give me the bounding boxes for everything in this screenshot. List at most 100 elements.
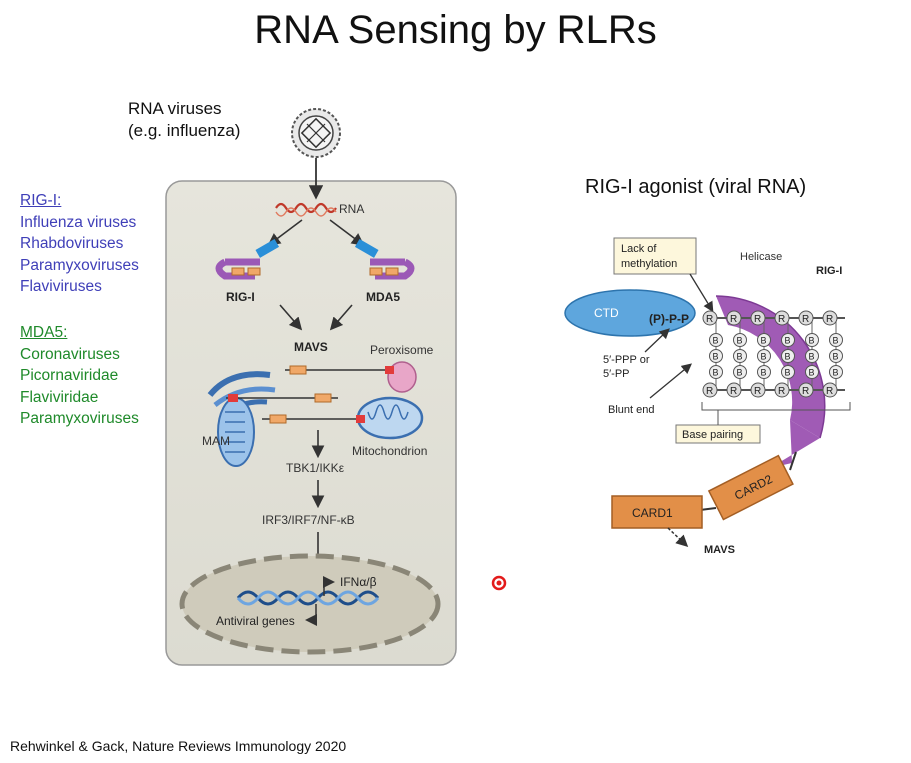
- base-node: [709, 349, 723, 363]
- base-node: [781, 365, 795, 379]
- agonist-title: RIG-I agonist (viral RNA): [585, 176, 807, 198]
- mam-label: MAM: [202, 434, 230, 448]
- base-label: B: [737, 368, 743, 378]
- base-label: B: [785, 336, 791, 346]
- ribose-label: R: [730, 386, 737, 397]
- base-node: [829, 365, 843, 379]
- base-node: [757, 333, 771, 347]
- arrow: [267, 219, 303, 246]
- ribose-label: R: [778, 314, 785, 325]
- mavs-anchor-icon: [385, 366, 394, 374]
- tbk1-label: TBK1/IKKε: [286, 461, 345, 475]
- base-label: B: [713, 352, 719, 362]
- ctd-label: CTD: [594, 306, 619, 320]
- list-item: Flaviviridae: [20, 388, 99, 406]
- ribose-label: R: [778, 386, 785, 397]
- base-label: B: [713, 368, 719, 378]
- base-label: B: [809, 368, 815, 378]
- base-node: [805, 349, 819, 363]
- ribose-node: [822, 382, 838, 398]
- rig-i-list-header: RIG-I:: [20, 192, 62, 209]
- base-node: [709, 365, 723, 379]
- mda5-protein-icon: [354, 239, 415, 280]
- dashed-arrow: [667, 527, 689, 548]
- base-node: [829, 333, 843, 347]
- base-label: B: [785, 352, 791, 362]
- list-item: Coronaviruses: [20, 345, 120, 363]
- mda5-virus-list: MDA5: Coronaviruses Picornaviridae Flavi…: [20, 322, 139, 430]
- base-node: [805, 333, 819, 347]
- base-node: [757, 365, 771, 379]
- base-label: B: [761, 336, 767, 346]
- ribose-node: [750, 310, 766, 326]
- base-node: [733, 333, 747, 347]
- helicase-domain: [716, 296, 825, 438]
- ribose-label: R: [802, 314, 809, 325]
- influenza-example-line: (e.g. influenza): [128, 121, 241, 140]
- arrow: [329, 304, 353, 331]
- base-node: [709, 333, 723, 347]
- base-node: [733, 365, 747, 379]
- rna-viruses-label: RNA viruses (e.g. influenza): [128, 98, 240, 142]
- ppp-note-2: 5′-PP: [603, 368, 630, 380]
- mavs-anchor-icon: [228, 394, 238, 402]
- ribose-label: R: [826, 314, 833, 325]
- ppp-note-1: 5′-PPP or: [603, 354, 650, 366]
- ribose-node: [774, 310, 790, 326]
- rna-strand-icon: [275, 207, 337, 217]
- mda5-label: MDA5: [366, 290, 400, 304]
- peroxisome-icon: [387, 361, 417, 393]
- arrow: [649, 363, 693, 399]
- peroxisome-label: Peroxisome: [370, 343, 434, 357]
- ribose-node: [798, 310, 814, 326]
- base-label: B: [785, 368, 791, 378]
- helicase-tail: [770, 420, 820, 468]
- base-node: [805, 365, 819, 379]
- ribose-label: R: [754, 386, 761, 397]
- rna-label: RNA: [339, 202, 364, 216]
- ribose-label: R: [730, 314, 737, 325]
- base-node: [829, 349, 843, 363]
- cell-box: [165, 180, 457, 666]
- ribose-label: R: [754, 314, 761, 325]
- blunt-end-label: Blunt end: [608, 404, 654, 416]
- ribose-node: [726, 310, 742, 326]
- ribose-node: [822, 310, 838, 326]
- ribose-node: [750, 382, 766, 398]
- ctd-domain: [564, 289, 696, 337]
- ribose-node: [702, 382, 718, 398]
- antiviral-genes-label: Antiviral genes: [216, 614, 295, 628]
- rig-i-virus-list: RIG-I: Influenza viruses Rhabdoviruses P…: [20, 190, 139, 298]
- list-item: Flaviviruses: [20, 278, 102, 295]
- base-node: [781, 349, 795, 363]
- mavs-target-label: MAVS: [704, 544, 735, 556]
- rna-strand-icon: [275, 202, 337, 214]
- rna-viruses-line: RNA viruses: [128, 99, 222, 118]
- arrow: [279, 304, 303, 331]
- mitochondrion-label: Mitochondrion: [352, 444, 427, 458]
- base-label: B: [833, 336, 839, 346]
- base-label: B: [809, 336, 815, 346]
- rig-i-protein-icon: [215, 239, 280, 280]
- base-node: [757, 349, 771, 363]
- virus-particle-icon: [291, 108, 341, 158]
- base-label: B: [761, 368, 767, 378]
- pointer-dot-icon: [496, 580, 502, 586]
- list-item: Paramyxoviruses: [20, 256, 139, 274]
- base-label: B: [809, 352, 815, 362]
- ifn-label: IFNα/β: [340, 575, 377, 589]
- transcription-arrow: [305, 604, 317, 626]
- ribose-node: [726, 382, 742, 398]
- list-item: Paramyxoviruses: [20, 410, 139, 427]
- mda5-list-header: MDA5:: [20, 324, 68, 341]
- mavs-label: MAVS: [294, 340, 328, 354]
- mavs-card-icon: [314, 393, 332, 403]
- ribose-label: R: [826, 386, 833, 397]
- list-item: Rhabdoviruses: [20, 235, 124, 252]
- base-label: B: [737, 352, 743, 362]
- slide-title: RNA Sensing by RLRs: [254, 8, 657, 52]
- rig-i-agonist-label: RIG-I: [816, 265, 842, 277]
